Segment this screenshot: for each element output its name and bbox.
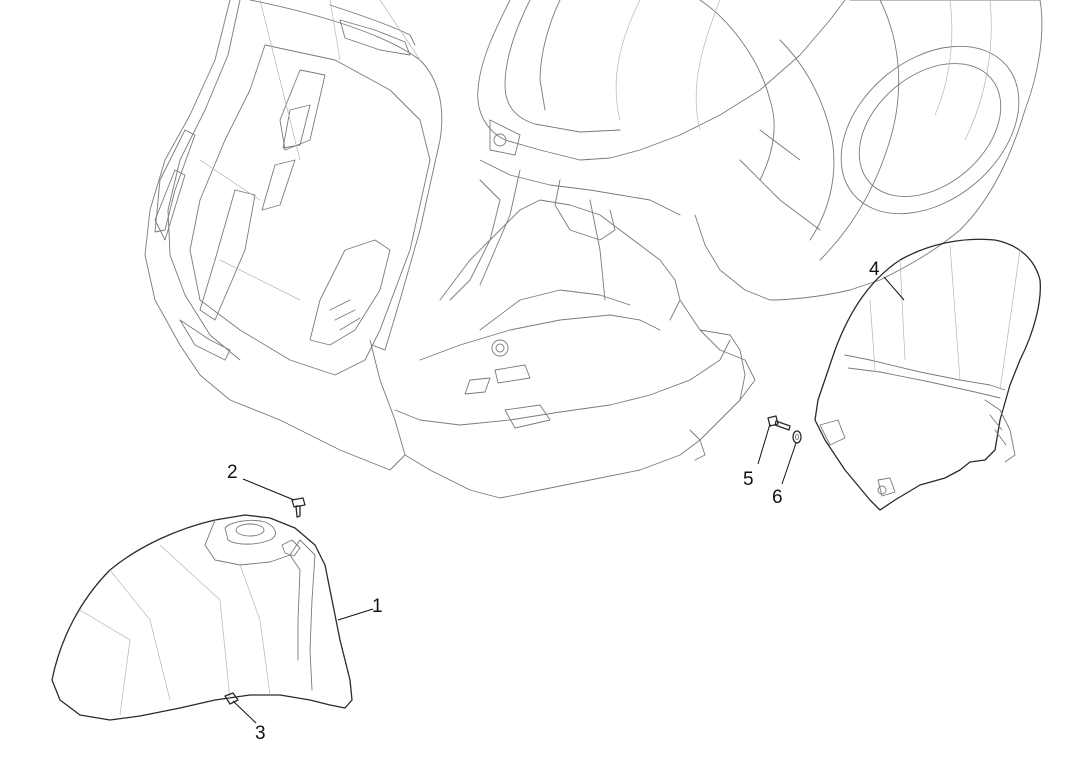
callout-1: 1 xyxy=(372,596,383,617)
callout-3: 3 xyxy=(255,723,266,744)
front-mudguard xyxy=(51,514,353,721)
leader-lines xyxy=(232,276,905,724)
leader-1 xyxy=(337,608,374,621)
leader-3 xyxy=(232,700,257,724)
rear-mudguard xyxy=(814,238,1041,511)
leader-2 xyxy=(242,478,295,501)
callout-4: 4 xyxy=(869,259,880,280)
callout-6: 6 xyxy=(772,487,783,508)
scooter-body xyxy=(144,0,1043,499)
screw-part-5 xyxy=(767,415,791,431)
clip-nut-part-3 xyxy=(224,692,239,705)
screw-part-2 xyxy=(291,497,306,518)
callout-5: 5 xyxy=(743,469,754,490)
leader-4 xyxy=(883,276,905,301)
leader-5 xyxy=(757,423,771,465)
callout-2: 2 xyxy=(227,462,238,483)
washer-part-6 xyxy=(792,430,802,444)
leader-6 xyxy=(781,442,797,485)
